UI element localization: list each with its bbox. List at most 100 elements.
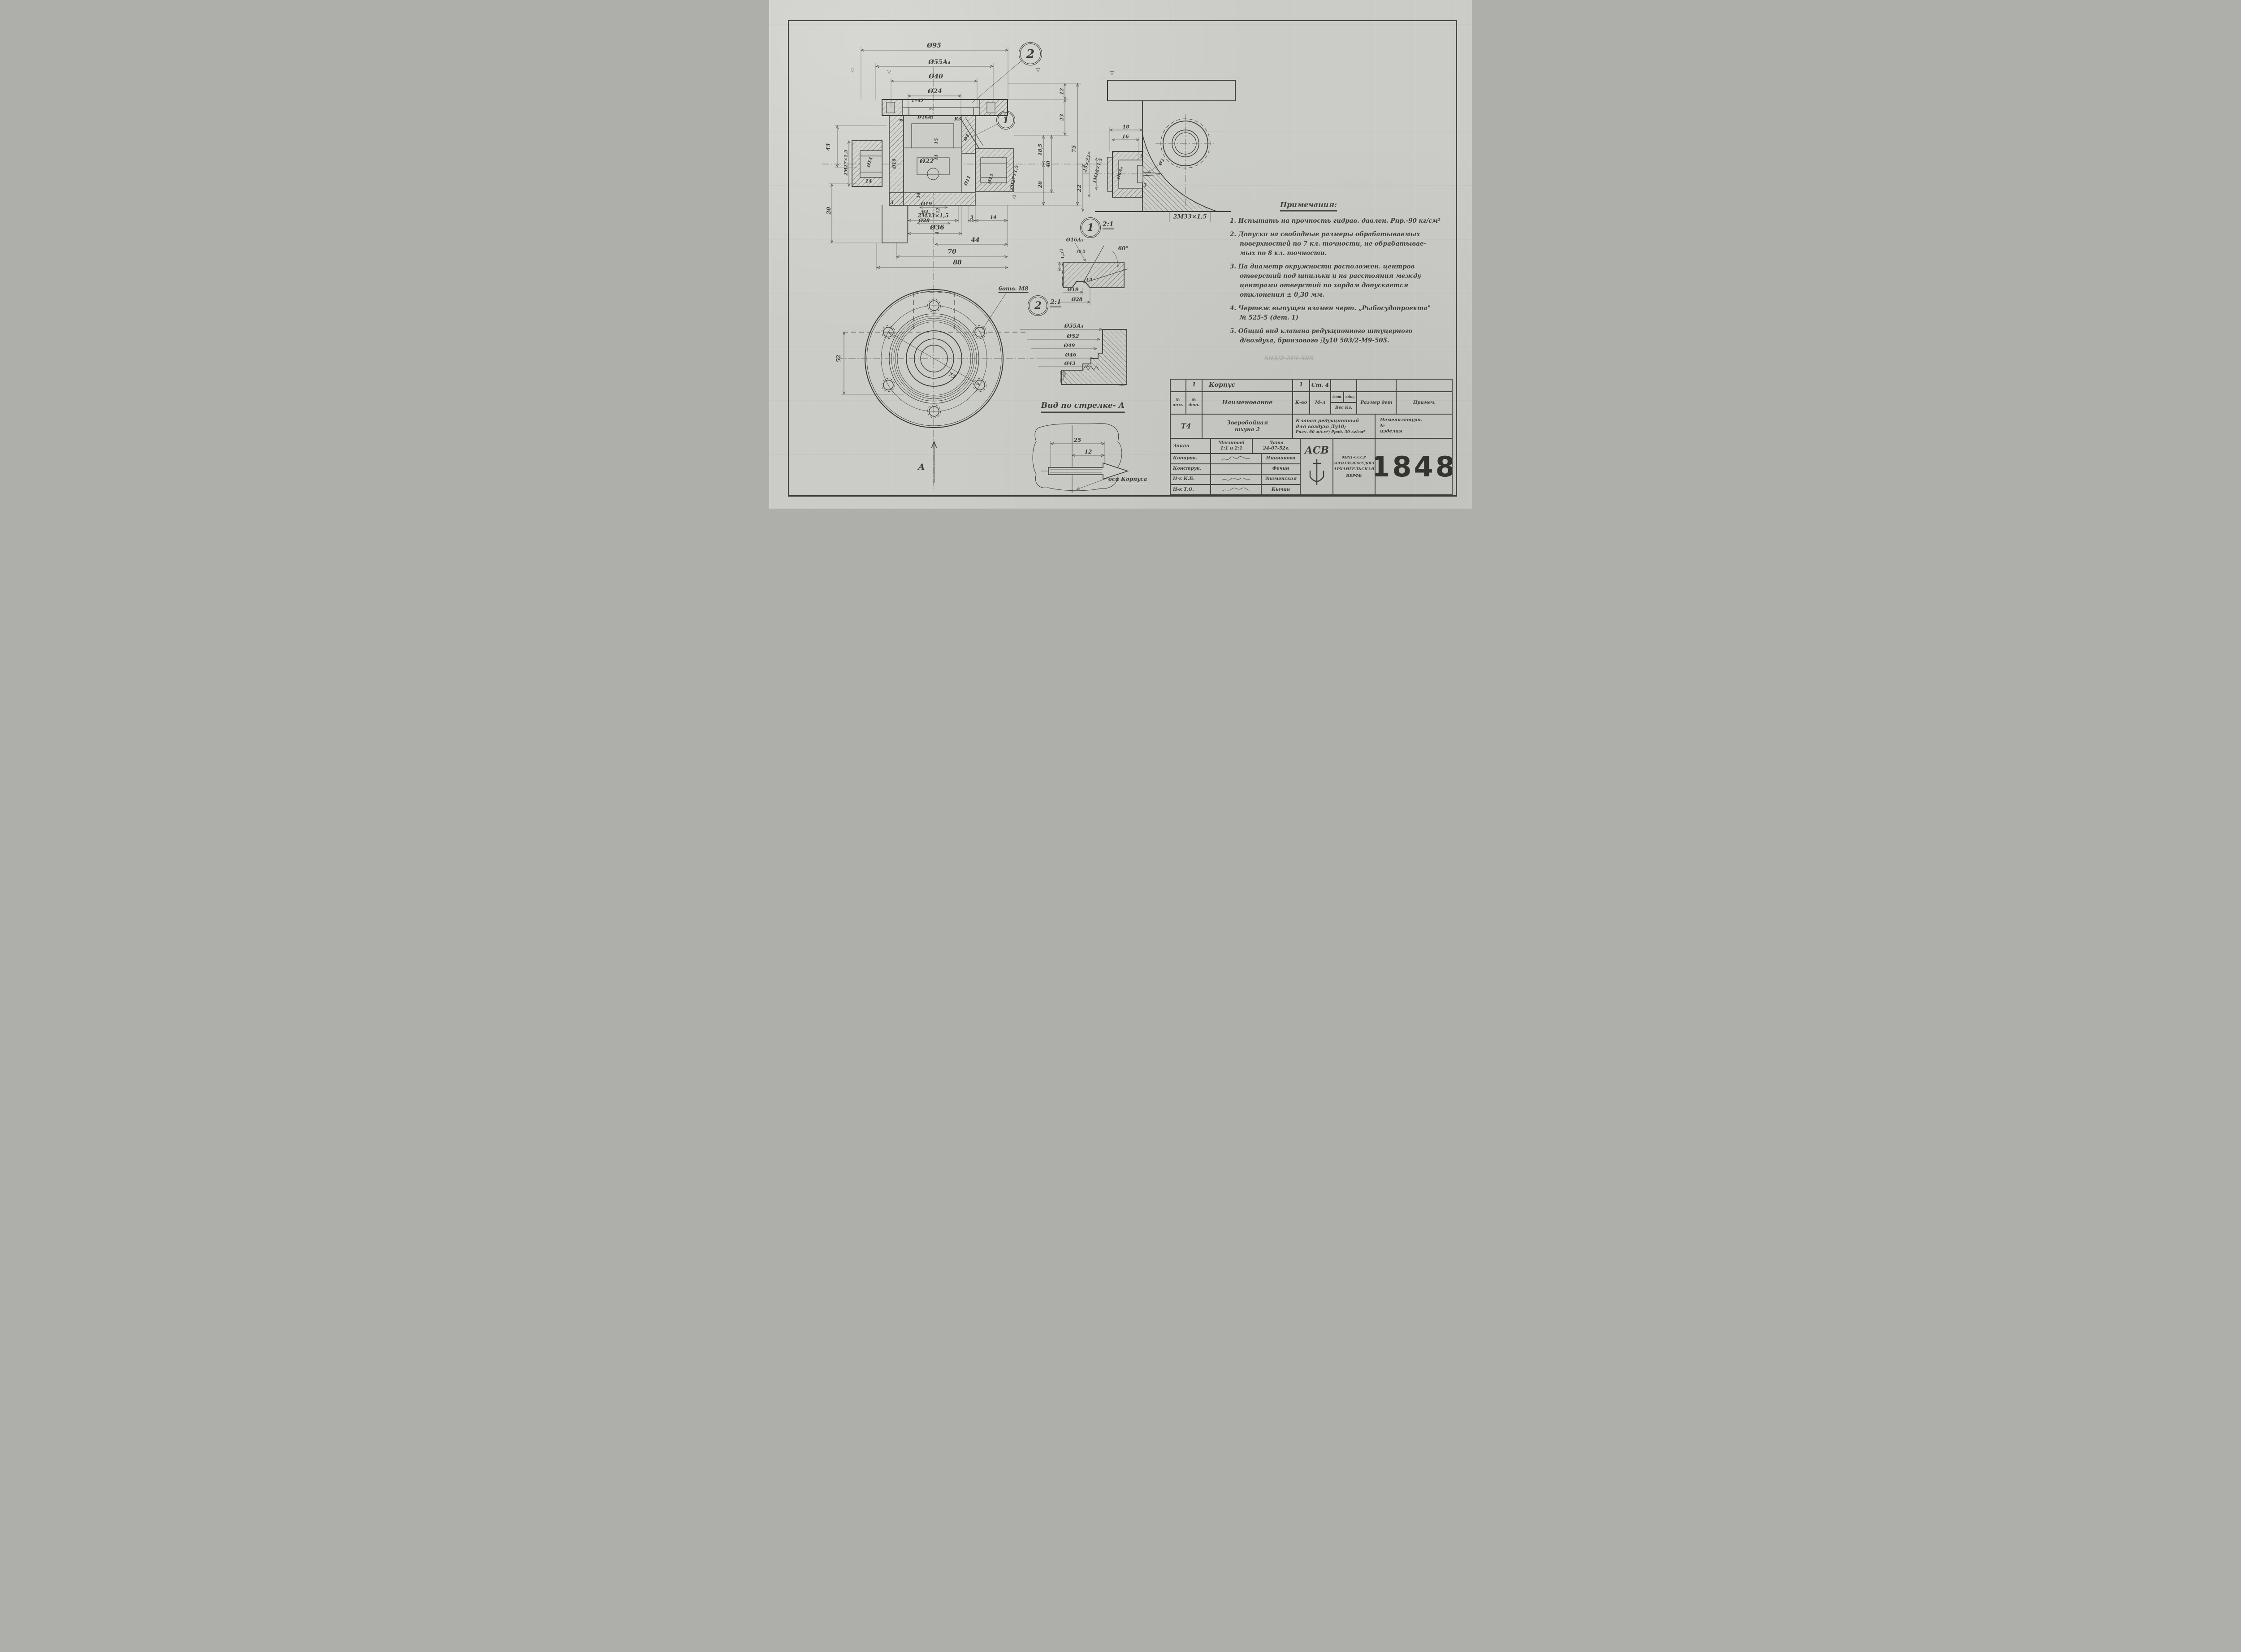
dim-label: Ø43 [1064, 360, 1076, 367]
dim-label: ▽ [1110, 70, 1114, 76]
org-line-0: МРП-СССР [1341, 455, 1367, 460]
sign-name-2: Знаменская [1261, 474, 1300, 484]
dim-label: 70 [947, 248, 956, 255]
date-label: Дата [1269, 440, 1284, 445]
dim-label: 25 [1073, 437, 1082, 443]
notes-block: Примечания: 1. Испытать на прочность гид… [1230, 200, 1444, 350]
sign-name-3: Кычин [1261, 484, 1300, 495]
date-cell: Дата 24-07-52г. [1252, 438, 1300, 454]
dim-label: 2М33×1,5 [1173, 213, 1207, 221]
dim-label: ▽ [850, 67, 855, 74]
head-weight-total: общ. [1344, 392, 1357, 402]
sheet-frame [788, 20, 1457, 497]
sign-role-2: Н-к К.Б. [1170, 474, 1211, 484]
dim-label: Ø19 [921, 201, 932, 207]
note-item: 1. Испытать на прочность гидрав. давлен.… [1230, 217, 1441, 225]
sign-name-0: Нянникова [1261, 454, 1300, 464]
dim-label: Ø40 [929, 73, 943, 80]
dim-label: Ø36 [930, 224, 944, 231]
dim-label: Ø24 [928, 88, 942, 95]
dim-label: Ø3 [921, 210, 929, 214]
callout-balloon-1: 1 [1080, 217, 1101, 238]
org-line-2: АРХАНГЕЛЬСКАЯ [1333, 467, 1375, 472]
callout-balloon-2: 2 [1028, 295, 1048, 316]
drawing-linework [822, 47, 1236, 493]
detail-2-view [1020, 329, 1127, 386]
arrow-view-sketch [1032, 423, 1129, 493]
dim-label: 16 [1122, 134, 1129, 140]
nomenclature-line2: № [1380, 423, 1385, 428]
dim-label: Ø22 [920, 158, 934, 165]
dim-label: Ø10 [892, 158, 897, 169]
dim-label: Ø95 [927, 42, 941, 49]
callout-balloon-2: 2 [1019, 42, 1042, 65]
sign-name-1: Фечин [1261, 464, 1300, 474]
dim-label: 20 [1037, 181, 1043, 188]
dim-label: 18 [1122, 124, 1129, 130]
dim-label: Ø55А₄ [928, 59, 951, 66]
dim-label: 3 [890, 199, 894, 206]
dim-label: 8 [900, 118, 904, 122]
dim-label: 3 [1140, 154, 1143, 159]
dim-label: Ø19 [1067, 286, 1079, 293]
dim-label: 7 [930, 107, 934, 111]
sign-role-3: Н-к Т.О. [1170, 484, 1211, 495]
dim-label: Ø28 [1071, 296, 1083, 303]
signature-squiggle-icon [1221, 477, 1250, 480]
dim-label: Ø16А₃ [917, 115, 934, 120]
flange-bottom-view [836, 289, 1034, 483]
signature-0 [1211, 454, 1261, 464]
drawing-number-cell: 1848 [1375, 438, 1453, 495]
head-material: М-л [1310, 392, 1331, 414]
dim-label: 3 [1143, 183, 1147, 188]
svg-text:АСВ: АСВ [1303, 445, 1328, 456]
signature-3 [1211, 484, 1261, 495]
dim-label: 2М33×1,5 [917, 212, 949, 219]
order-cell: Заказ [1170, 438, 1211, 454]
project-object: Зверобойная шхуна 2 [1202, 414, 1293, 438]
head-col2: № дет. [1186, 392, 1202, 414]
part-name: Корпус [1202, 379, 1293, 392]
signature-squiggle-icon [1222, 487, 1250, 492]
project-object-line1: Зверобойная [1226, 419, 1268, 426]
notes-title: Примечания: [1280, 200, 1337, 212]
nomenclature-cell: Наменклатурн. № изделия [1375, 414, 1453, 438]
dim-label: 20 [826, 207, 832, 215]
scale-cell: Масштаб 1:1 и 2:1 [1211, 438, 1252, 454]
dim-label: 12 [1059, 88, 1065, 95]
head-weight-unit: 1шт. [1331, 392, 1344, 402]
dim-label: 503/2-М9-505 [1264, 355, 1314, 362]
item-title-line3: Рнач. 60 м/см²; Рраб. 30 кг/см² [1296, 429, 1365, 434]
dim-label: 14 [990, 214, 997, 221]
note-item: 3. На диаметр окружности расположен. цен… [1230, 263, 1421, 298]
dim-label: 44 [971, 237, 980, 244]
head-weight-kg: Вес Кг. [1331, 402, 1357, 414]
dim-label: Ø52 [1067, 333, 1079, 339]
dim-label: r0,5 [1076, 250, 1086, 254]
drawing-number: 1848 [1376, 450, 1452, 483]
dim-label: 1 [1063, 373, 1067, 378]
dim-label: 12 [1084, 449, 1092, 455]
dim-label: 1×45° [911, 99, 926, 103]
item-title: Клапан редукционный для воздуха Ду10; Рн… [1293, 414, 1375, 438]
dim-label: ▽ [1012, 194, 1017, 200]
main-section-view [822, 47, 1083, 489]
org-line-1: ГЛАВЗАПРЫБОСУДОСТР. [1333, 461, 1375, 466]
dim-label: 4 [935, 231, 940, 235]
nomenclature-line1: Наменклатурн. [1380, 418, 1422, 423]
dim-label: Ø46 [1065, 352, 1077, 358]
dim-label: Ø55А₄ [1064, 323, 1084, 329]
dim-label: 2М27×1,5 [844, 150, 849, 176]
callout-balloon-1: 1 [996, 111, 1015, 130]
item-title-line2: для воздуха Ду10; [1296, 424, 1346, 429]
signature-squiggle-icon [1221, 456, 1250, 461]
dim-label: 40 [1045, 160, 1051, 168]
sign-role-0: Копиров. [1170, 454, 1211, 464]
part-det-no: 1 [1186, 379, 1202, 392]
dim-label: ▽ [1059, 248, 1064, 254]
dim-label: оси Корпуса [1108, 476, 1147, 483]
dim-label: △ [920, 208, 924, 215]
dim-label: r1,5 [1084, 277, 1093, 282]
dim-label: 6отв. М8 [998, 285, 1029, 293]
